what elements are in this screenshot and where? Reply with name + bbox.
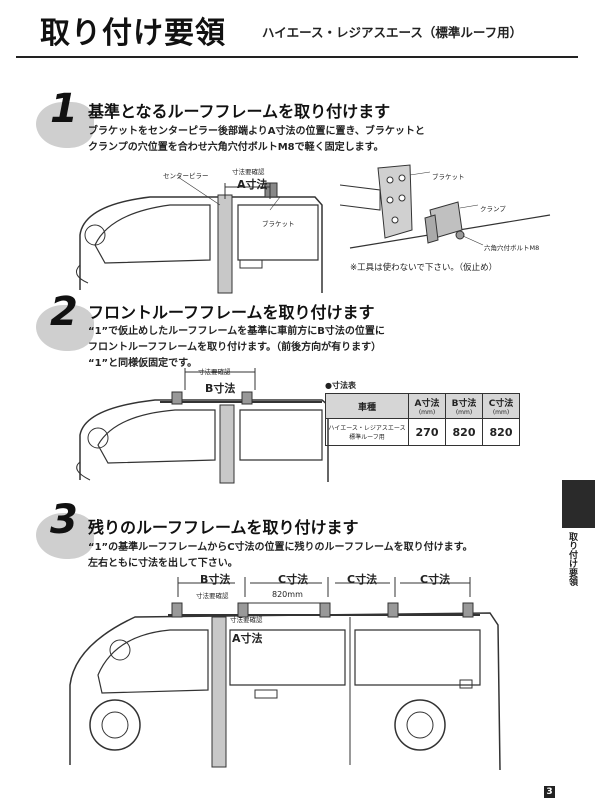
page-title: 取り付け要領 (40, 16, 226, 51)
label-dim-c3: C寸法 (420, 573, 451, 586)
dimension-table: 車種 A寸法(mm) B寸法(mm) C寸法(mm) ハイエース・レジアスエース… (325, 393, 520, 446)
step1-text-line1: ブラケットをセンターピラー後部端よりA寸法の位置に置き、ブラケットと (88, 126, 425, 137)
label-dim-c2: C寸法 (347, 573, 378, 586)
step1-detail-illustration (340, 164, 551, 249)
step2-text-line3: “1”と同様仮固定です。 (88, 358, 198, 369)
step1-number-bg (36, 102, 94, 148)
step3-number: 3 (50, 497, 78, 543)
step2-heading: フロントルーフフレームを取り付けます (88, 303, 375, 322)
step3-van-illustration (69, 577, 501, 771)
label-center-pillar: センターピラー (163, 172, 209, 180)
label-dim-confirm-2: 寸法要確認 (198, 368, 231, 376)
table-cell-c: 820 (482, 418, 520, 446)
step2-van-illustration (76, 368, 329, 484)
label-detail-clamp: クランプ (480, 205, 506, 213)
table-cell-b: 820 (445, 418, 483, 446)
step3-text-line2: 左右ともに寸法を出して下さい。 (88, 558, 238, 569)
title-rule (16, 56, 578, 58)
label-dim-a-1: A寸法 (237, 178, 268, 191)
step2-text-line2: フロントルーフフレームを取り付けます。（前後方向が有ります） (88, 342, 382, 353)
label-detail-bolt: 六角穴付ボルトM8 (484, 244, 540, 252)
table-cell-a: 270 (408, 418, 446, 446)
label-bracket-1: ブラケット (262, 220, 295, 228)
page-subtitle: ハイエース・レジアスエース（標準ルーフ用） (262, 25, 523, 40)
label-dim-confirm-1: 寸法要確認 (232, 168, 265, 176)
label-dim-b-2: B寸法 (205, 382, 236, 395)
step1-note: ※工具は使わないで下さい。（仮止め） (350, 263, 498, 273)
table-header-model: 車種 (325, 393, 409, 419)
side-tab-label: 取り付け要領 (567, 532, 577, 586)
label-dim-b-3: B寸法 (200, 573, 231, 586)
step2-text-line1: “1”で仮止めしたルーフフレームを基準に車前方にB寸法の位置に (88, 326, 385, 337)
table-caption: ●寸法表 (325, 381, 356, 390)
step1-number: 1 (50, 86, 78, 132)
table-header-a: A寸法(mm) (408, 393, 446, 419)
step1-van-illustration (75, 176, 323, 294)
step1-text-line2: クランプの穴位置を合わせ六角穴付ボルトM8で軽く固定します。 (88, 142, 384, 153)
step3-text-line1: “1”の基準ルーフフレームからC寸法の位置に残りのルーフフレームを取り付けます。 (88, 542, 473, 553)
step3-number-bg (36, 513, 94, 559)
step1-heading: 基準となるルーフフレームを取り付けます (88, 102, 391, 121)
side-tab (562, 480, 595, 528)
step3-heading: 残りのルーフフレームを取り付けます (88, 518, 359, 537)
step2-number-bg (36, 305, 94, 351)
step2-number: 2 (50, 289, 78, 335)
label-dim-confirm-4: 寸法要確認 (230, 616, 263, 624)
label-dim-a-3: A寸法 (232, 632, 263, 645)
label-dim-820: 820mm (272, 590, 303, 599)
table-header-c: C寸法(mm) (482, 393, 520, 419)
label-dim-confirm-3: 寸法要確認 (196, 592, 229, 600)
table-cell-model: ハイエース・レジアスエース標準ルーフ用 (325, 418, 409, 446)
table-header-b: B寸法(mm) (445, 393, 483, 419)
page-number: 3 (544, 786, 555, 798)
label-detail-bracket: ブラケット (432, 173, 465, 181)
label-dim-c1: C寸法 (278, 573, 309, 586)
